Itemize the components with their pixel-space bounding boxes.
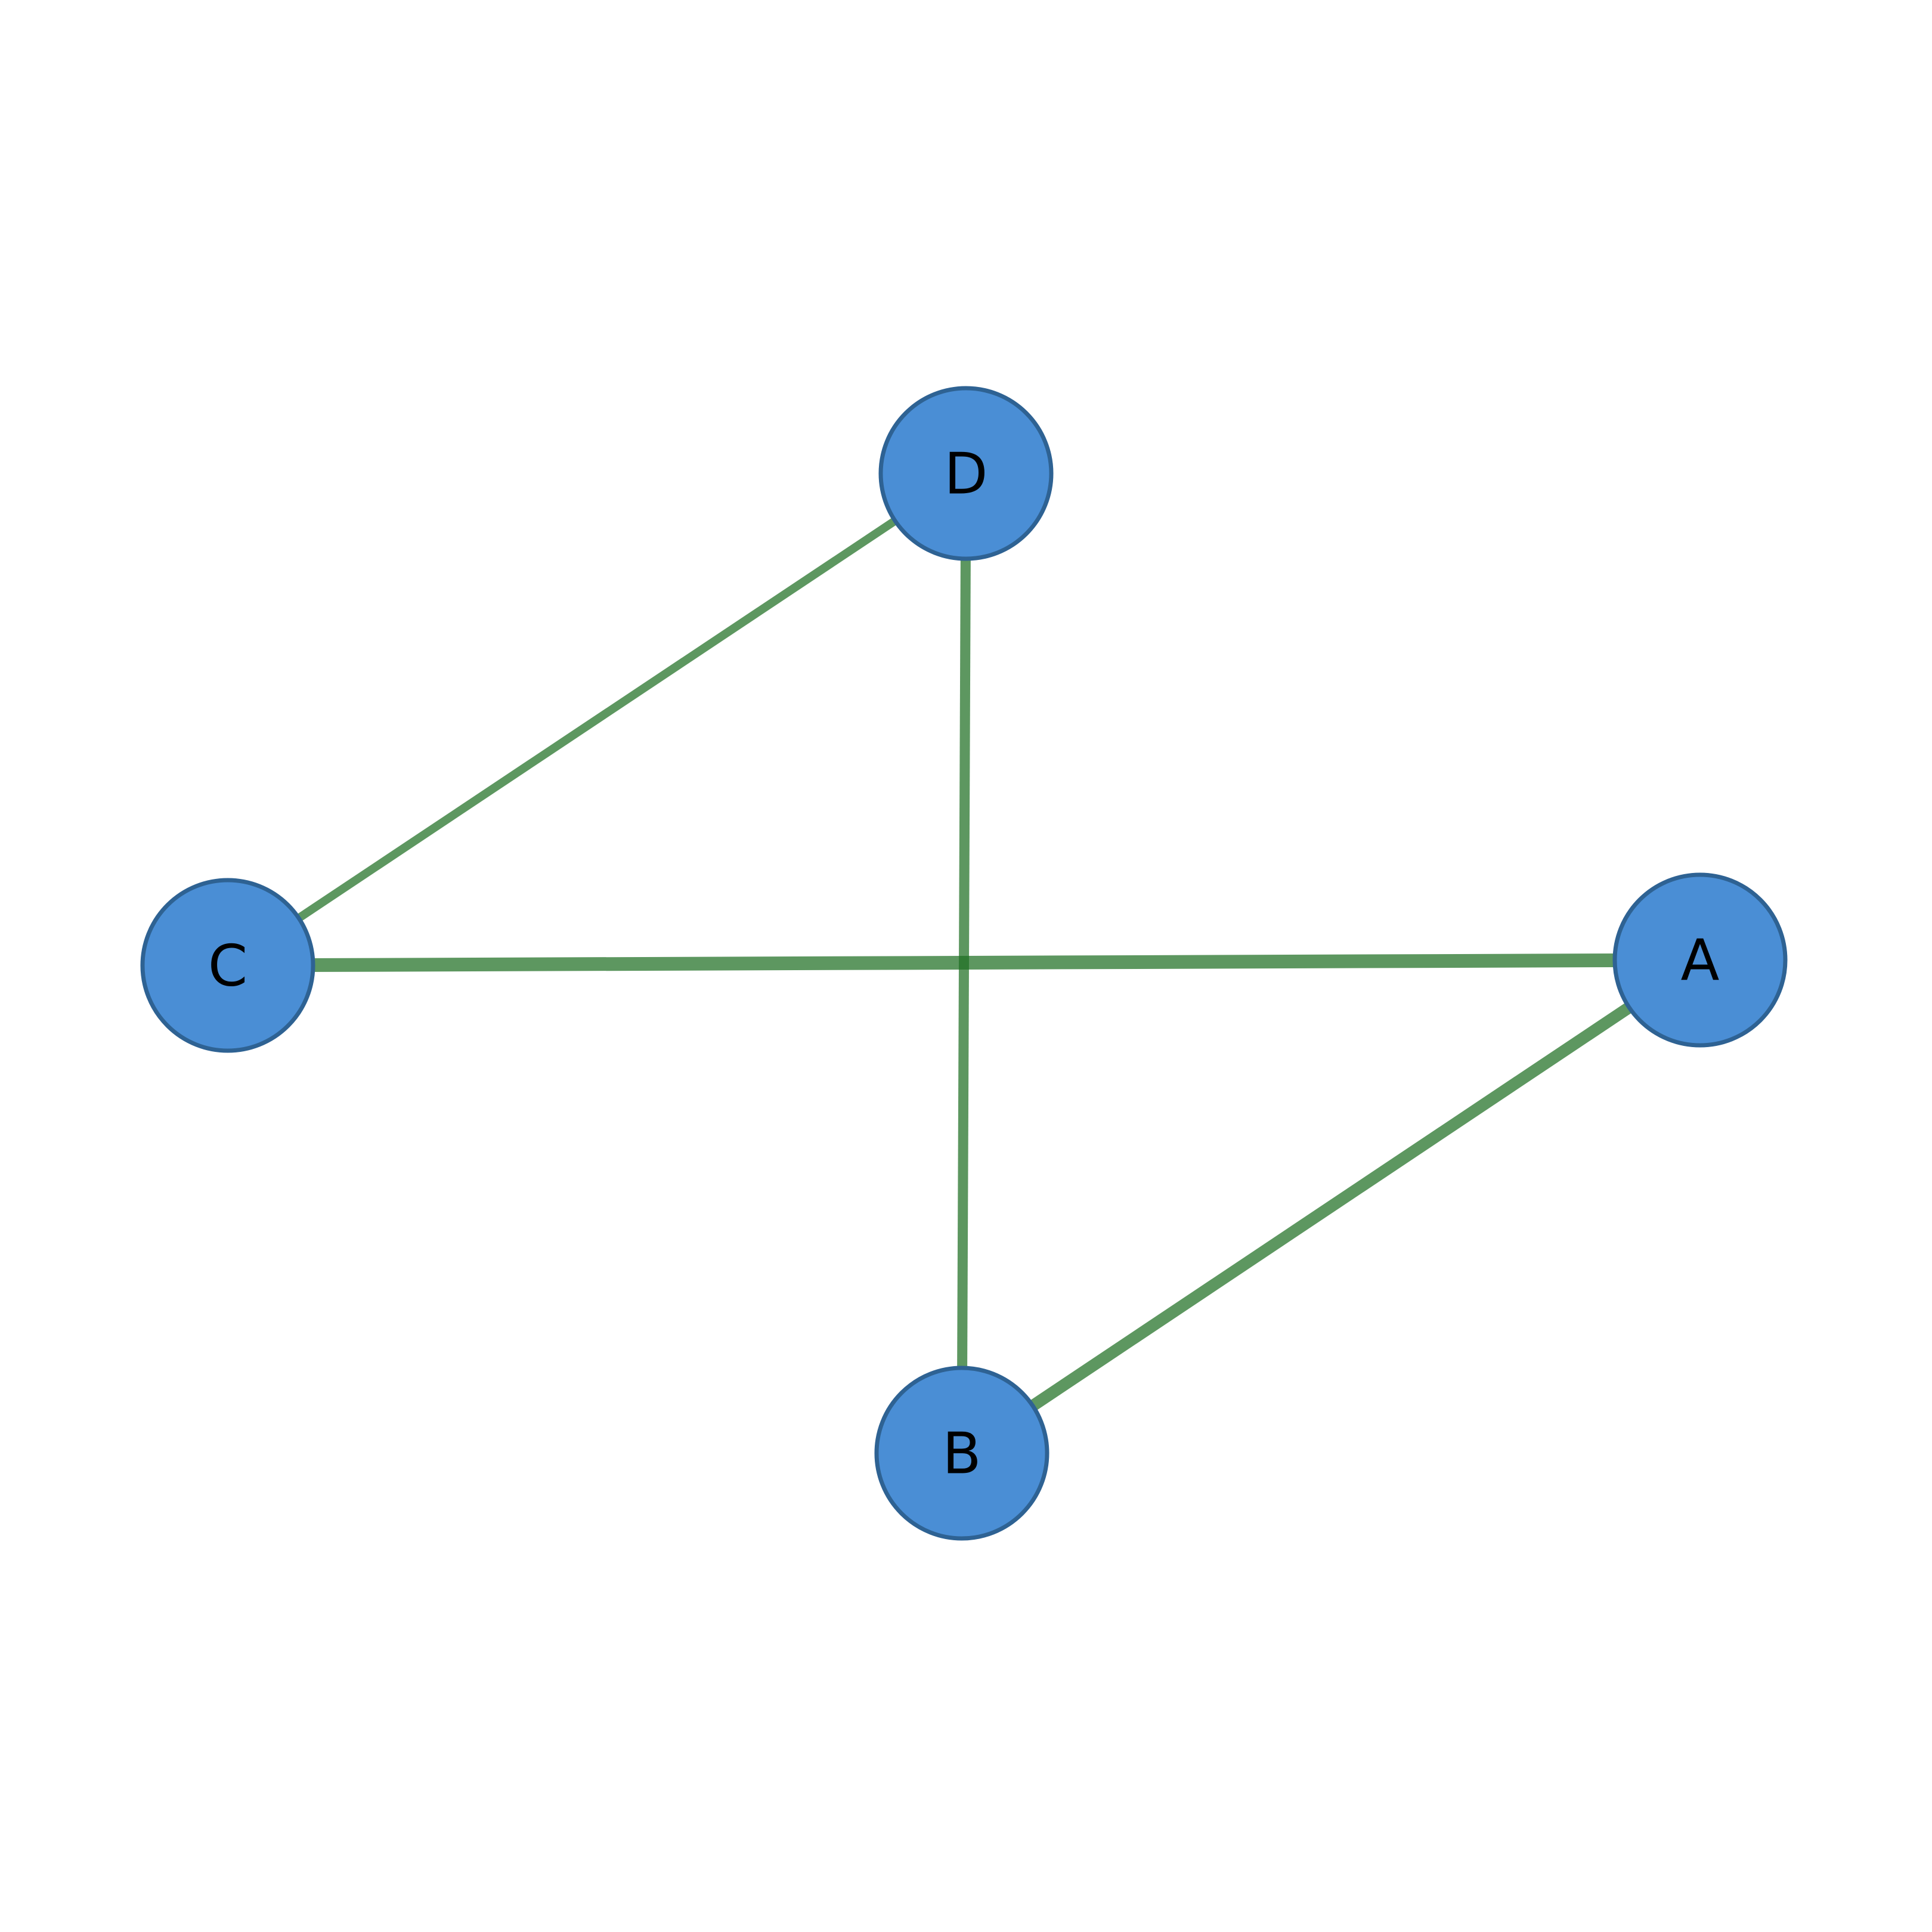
node-label-C: C (208, 933, 247, 999)
node-label-A: A (1681, 928, 1720, 993)
edge-B-A (958, 955, 1704, 1459)
node-circle-C (140, 878, 315, 1053)
node-circle-D (878, 386, 1054, 561)
node-circle-A (1612, 872, 1788, 1048)
edge-D-B (956, 473, 971, 1454)
node-D: D (878, 386, 1054, 561)
nodes-layer: D C A B (140, 386, 1788, 1541)
node-B: B (874, 1366, 1049, 1541)
node-C: C (140, 878, 315, 1053)
edge-C-D (225, 470, 968, 969)
node-label-B: B (942, 1421, 981, 1487)
node-A: A (1612, 872, 1788, 1048)
edges-layer (225, 470, 1704, 1459)
node-label-D: D (944, 441, 987, 507)
node-circle-B (874, 1366, 1049, 1541)
